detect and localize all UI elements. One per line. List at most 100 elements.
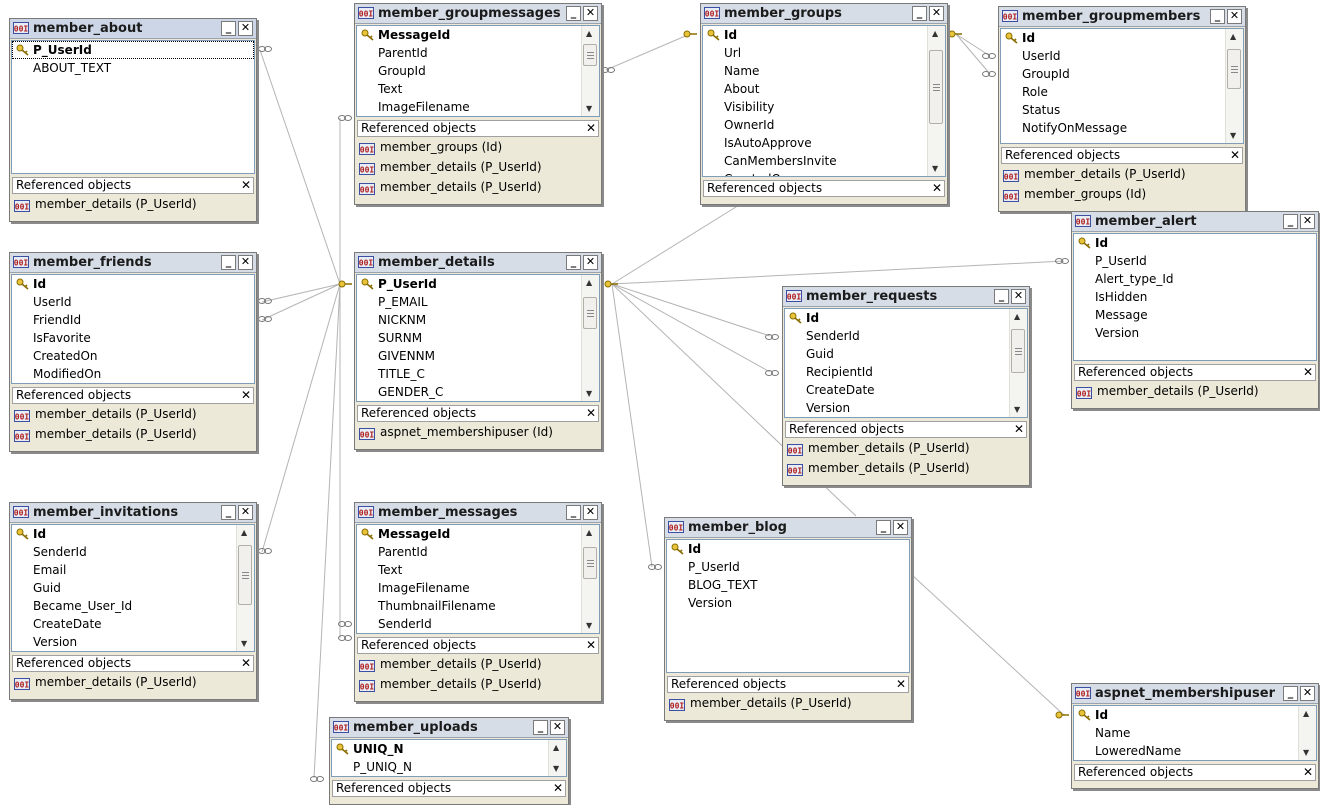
column-row[interactable]: Guid: [785, 345, 1027, 363]
column-row[interactable]: MessageId: [357, 525, 599, 543]
column-scrollbar[interactable]: ▲▼: [581, 525, 599, 633]
column-row[interactable]: CreateDate: [785, 381, 1027, 399]
column-row[interactable]: Alert_type_Id: [1074, 270, 1316, 288]
referenced-objects-header[interactable]: Referenced objects✕: [12, 655, 254, 672]
column-row[interactable]: ParentId: [357, 44, 599, 62]
column-row[interactable]: Visibility: [703, 98, 945, 116]
scroll-down-icon[interactable]: ▼: [586, 389, 593, 398]
scroll-up-icon[interactable]: ▲: [1230, 32, 1237, 41]
column-row[interactable]: Id: [667, 540, 909, 558]
close-button[interactable]: ✕: [893, 520, 908, 535]
column-row[interactable]: FriendId: [12, 311, 254, 329]
close-icon[interactable]: ✕: [1229, 148, 1240, 162]
column-row[interactable]: NotifyOnMessage: [1001, 119, 1243, 137]
column-row[interactable]: P_EMAIL: [357, 293, 599, 311]
close-button[interactable]: ✕: [583, 255, 598, 270]
close-button[interactable]: ✕: [550, 720, 565, 735]
column-row[interactable]: P_UNIQ_N: [332, 758, 566, 776]
column-row[interactable]: IsAutoApprove: [703, 134, 945, 152]
close-button[interactable]: ✕: [1300, 214, 1315, 229]
close-icon[interactable]: ✕: [240, 178, 251, 192]
column-row[interactable]: LoweredName: [1074, 742, 1316, 760]
minimize-button[interactable]: _: [876, 520, 891, 535]
scroll-thumb[interactable]: [583, 297, 597, 329]
column-row[interactable]: GIVENNM: [357, 347, 599, 365]
column-row[interactable]: Id: [703, 26, 945, 44]
scroll-down-icon[interactable]: ▼: [932, 164, 939, 173]
column-row[interactable]: Became_User_Id: [12, 597, 254, 615]
minimize-button[interactable]: _: [566, 255, 581, 270]
column-row[interactable]: Role: [1001, 83, 1243, 101]
referenced-objects-header[interactable]: Referenced objects✕: [1074, 764, 1316, 781]
column-row[interactable]: ImageFilename: [357, 579, 599, 597]
column-row[interactable]: OwnerId: [703, 116, 945, 134]
column-row[interactable]: Url: [703, 44, 945, 62]
scroll-up-icon[interactable]: ▲: [586, 29, 593, 38]
column-row[interactable]: P_UserId: [667, 558, 909, 576]
referenced-objects-header[interactable]: Referenced objects✕: [357, 637, 599, 654]
scroll-down-icon[interactable]: ▼: [553, 764, 560, 773]
minimize-button[interactable]: _: [912, 6, 927, 21]
minimize-button[interactable]: _: [533, 720, 548, 735]
scroll-up-icon[interactable]: ▲: [241, 528, 248, 537]
column-row[interactable]: ImageFilename: [357, 98, 599, 116]
column-row[interactable]: CanMembersInvite: [703, 152, 945, 170]
column-row[interactable]: SenderId: [357, 615, 599, 633]
close-icon[interactable]: ✕: [240, 388, 251, 402]
column-row[interactable]: ABOUT_TEXT: [12, 59, 254, 77]
close-icon[interactable]: ✕: [240, 656, 251, 670]
column-row[interactable]: TITLE_C: [357, 365, 599, 383]
close-icon[interactable]: ✕: [931, 181, 942, 195]
column-row[interactable]: NICKNM: [357, 311, 599, 329]
close-icon[interactable]: ✕: [552, 781, 563, 795]
column-row[interactable]: ParentId: [357, 543, 599, 561]
close-button[interactable]: ✕: [238, 255, 253, 270]
referenced-objects-header[interactable]: Referenced objects✕: [12, 387, 254, 404]
scroll-thumb[interactable]: [238, 545, 252, 605]
column-row[interactable]: ModifiedOn: [12, 365, 254, 383]
column-row[interactable]: Text: [357, 561, 599, 579]
column-row[interactable]: SenderId: [785, 327, 1027, 345]
scroll-up-icon[interactable]: ▲: [586, 528, 593, 537]
referenced-objects-header[interactable]: Referenced objects✕: [357, 405, 599, 422]
scroll-up-icon[interactable]: ▲: [1303, 709, 1310, 718]
referenced-objects-header[interactable]: Referenced objects✕: [357, 120, 599, 137]
column-row[interactable]: UNIQ_N: [332, 740, 566, 758]
scroll-thumb[interactable]: [1011, 329, 1025, 373]
scroll-down-icon[interactable]: ▼: [1014, 405, 1021, 414]
column-scrollbar[interactable]: ▲▼: [1009, 309, 1027, 417]
close-icon[interactable]: ✕: [1302, 365, 1313, 379]
column-row[interactable]: Name: [1074, 724, 1316, 742]
scroll-up-icon[interactable]: ▲: [553, 743, 560, 752]
referenced-objects-header[interactable]: Referenced objects✕: [332, 780, 566, 797]
scroll-thumb[interactable]: [1227, 49, 1241, 89]
scroll-down-icon[interactable]: ▼: [241, 639, 248, 648]
column-row[interactable]: P_UserId: [357, 275, 599, 293]
column-row[interactable]: Email: [12, 561, 254, 579]
column-row[interactable]: Status: [1001, 101, 1243, 119]
column-row[interactable]: Name: [703, 62, 945, 80]
